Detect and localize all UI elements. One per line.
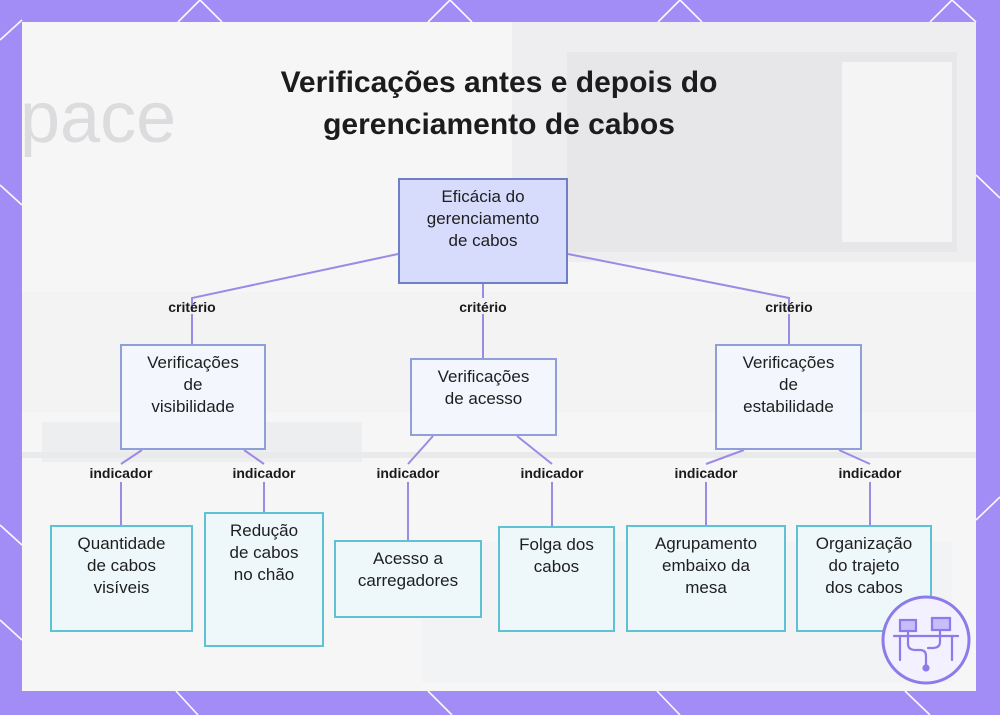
- category-visibility: Verificações de visibilidade: [120, 344, 266, 450]
- edge-label-indicador-1: indicador: [89, 465, 153, 481]
- connector-visibility-left: [120, 449, 143, 465]
- connector-lines: [120, 253, 871, 540]
- edge-label-indicador-2: indicador: [232, 465, 296, 481]
- edge-label-criterio-stability: critério: [765, 299, 813, 315]
- desk-cable-icon: [881, 595, 971, 685]
- connector-visibility-right: [243, 449, 265, 465]
- edge-label-indicador-3: indicador: [376, 465, 440, 481]
- connector-root-visibility: [191, 253, 399, 312]
- edge-label-indicador-5: indicador: [674, 465, 738, 481]
- leaf-charger-access: Acesso a carregadores: [334, 540, 482, 618]
- edge-label-indicador-6: indicador: [838, 465, 902, 481]
- connector-stability-left: [705, 449, 745, 465]
- edge-label-criterio-visibility: critério: [168, 299, 216, 315]
- diagram-card: pace Verificações antes e depois do gere…: [22, 22, 976, 691]
- leaf-cable-slack: Folga dos cabos: [498, 526, 615, 632]
- connector-access-left: [407, 435, 434, 465]
- connector-access-right: [516, 435, 553, 465]
- background-word: pace: [22, 78, 176, 158]
- edge-label-indicador-4: indicador: [520, 465, 584, 481]
- diagram-title: Verificações antes e depois do gerenciam…: [280, 66, 718, 141]
- leaf-under-desk-grouping: Agrupamento embaixo da mesa: [626, 525, 786, 632]
- leaf-floor-cables: Redução de cabos no chão: [204, 512, 324, 647]
- category-stability: Verificações de estabilidade: [715, 344, 862, 450]
- category-access: Verificações de acesso: [410, 358, 557, 436]
- connector-stability-right: [838, 449, 871, 465]
- connector-root-stability: [567, 253, 790, 312]
- root-node: Eficácia do gerenciamento de cabos: [398, 178, 568, 284]
- edge-label-criterio-access: critério: [459, 299, 507, 315]
- leaf-visible-cables: Quantidade de cabos visíveis: [50, 525, 193, 632]
